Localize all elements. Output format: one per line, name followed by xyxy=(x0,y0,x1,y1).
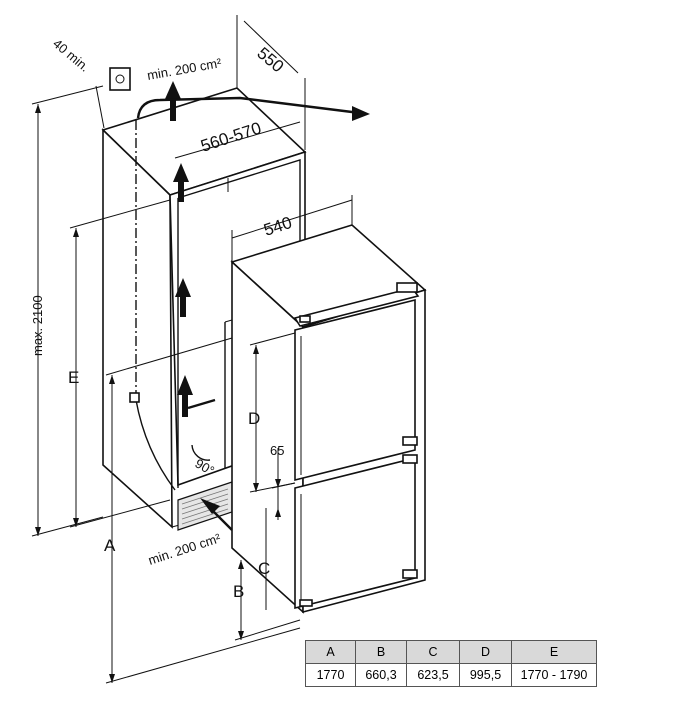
table-header-cell: D xyxy=(459,640,512,664)
dimension-C-label: C xyxy=(258,559,270,578)
top-clearance-label: 40 min. xyxy=(50,36,92,75)
vent-top-label: min. 200 cm² xyxy=(146,55,223,83)
airflow-arrows xyxy=(136,81,370,531)
table-cell: 995,5 xyxy=(459,663,512,687)
power-cable xyxy=(129,120,176,491)
dimension-E-label: E xyxy=(68,368,79,387)
max-height-label: max. 2100 xyxy=(30,295,45,356)
table-cell: 660,3 xyxy=(355,663,407,687)
table-header-cell: C xyxy=(406,640,460,664)
dimension-lines xyxy=(31,15,353,684)
gap-label: 65 xyxy=(270,443,284,458)
table-header-row: A B C D E xyxy=(305,640,597,664)
dimension-table: A B C D E 1770 660,3 623,5 995,5 1770 - … xyxy=(305,640,597,687)
table-cell: 1770 - 1790 xyxy=(511,663,597,687)
angle-arc xyxy=(191,444,211,461)
table-cell: 623,5 xyxy=(406,663,460,687)
dimension-A-label: A xyxy=(104,536,116,555)
table-header-cell: A xyxy=(305,640,356,664)
dimension-B-label: B xyxy=(233,582,244,601)
table-cell: 1770 xyxy=(305,663,356,687)
vent-bottom-label: min. 200 cm² xyxy=(146,530,223,568)
wall-socket-icon xyxy=(109,67,131,91)
table-header-cell: E xyxy=(511,640,597,664)
table-row: 1770 660,3 623,5 995,5 1770 - 1790 xyxy=(305,663,597,687)
hinges xyxy=(299,282,418,607)
upper-door xyxy=(293,287,420,482)
table-header-cell: B xyxy=(355,640,407,664)
depth-label: 550 xyxy=(253,44,287,77)
dimension-D-label: D xyxy=(248,409,260,428)
